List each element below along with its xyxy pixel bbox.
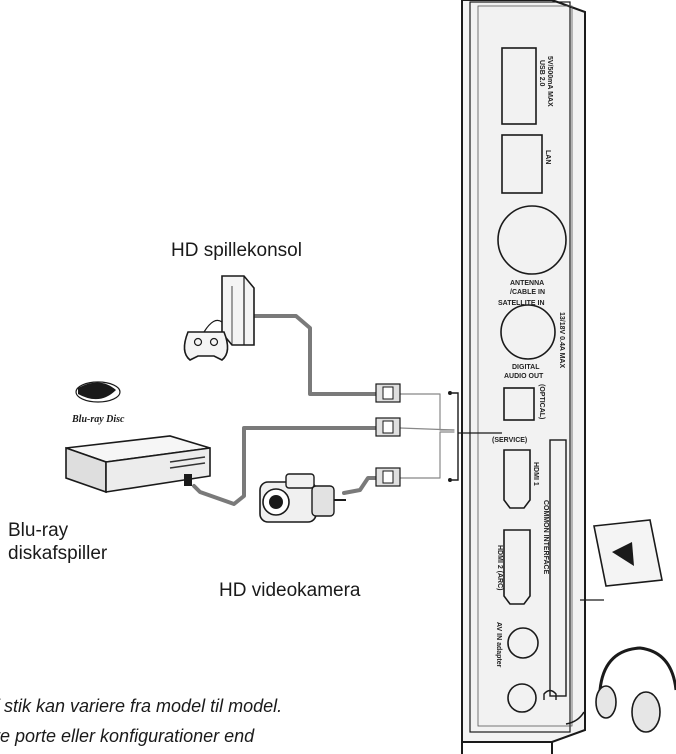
bluray-plug [375,417,401,437]
note-line-2: re porte eller konfigurationer end [0,726,255,746]
service-label: (SERVICE) [492,437,527,444]
console-plug [375,383,401,403]
bluray-label-line1: Blu-ray [8,520,69,541]
bluray-player-icon [65,435,211,494]
game-console-label: HD spillekonsol [171,240,302,261]
digital-label-2: AUDIO OUT [504,373,544,380]
headphone-jack-icon [543,689,557,700]
camcorder-cable [342,476,380,495]
camcorder-plug [375,467,401,487]
camcorder-label: HD videokamera [219,580,361,601]
tv-side-panel [461,0,586,754]
bluray-label-line2: diskafspiller [8,543,108,564]
camcorder-icon [259,473,346,523]
connector-bracket [448,391,502,482]
lan-label: LAN [544,150,551,164]
av-in-label: AV IN adapter [495,622,502,668]
hdmi2-port[interactable] [503,529,531,605]
note-line-1: f stik kan variere fra model til model. [0,696,283,716]
usb-port[interactable] [501,47,537,125]
satellite-rating-label: 13/18V 0.4A MAX [558,312,565,368]
antenna-label-1: ANTENNA [510,280,544,287]
ci-card-icon [580,519,663,601]
optical-port[interactable] [503,387,535,421]
antenna-label-2: /CABLE IN [510,289,545,296]
bluray-logo-icon [75,381,121,403]
satellite-port[interactable] [500,304,556,360]
gamepad-icon [183,319,229,361]
lan-port[interactable] [501,134,543,194]
digital-label-1: DIGITAL [512,364,540,371]
optical-label: (OPTICAL) [538,384,545,419]
bluray-logo-text: Blu-ray Disc [71,414,125,425]
antenna-port[interactable] [497,205,567,275]
hdmi1-label: HDMI 1 [532,462,539,486]
satellite-label: SATELLITE IN [498,300,545,307]
headphone-jack[interactable] [507,683,537,713]
headphones-icon [565,646,676,733]
usb-rating-label: 5V/500mA MAX [546,56,553,107]
game-console-icon [221,275,255,346]
av-in-port[interactable] [507,627,539,659]
common-interface-slot[interactable] [549,439,567,697]
hdmi2-label: HDMI 2 (ARC) [496,545,503,591]
common-interface-label: COMMON INTERFACE [542,500,549,575]
bluray-cable [192,426,380,506]
usb-label: USB 2.0 [538,60,545,87]
hdmi1-port[interactable] [503,449,531,509]
